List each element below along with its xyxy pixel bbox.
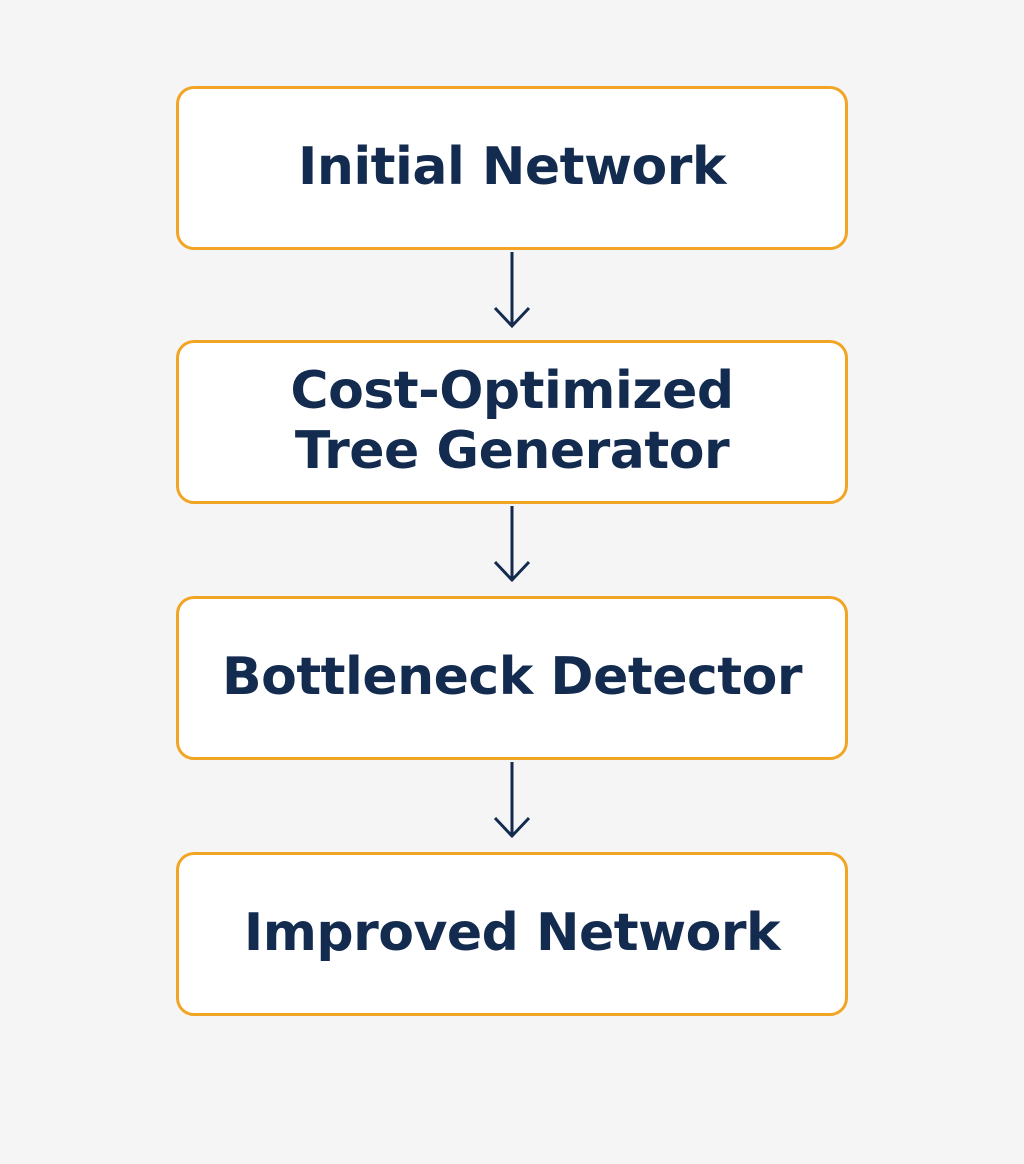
arrow-down-icon: [493, 252, 531, 329]
arrow-down-icon: [493, 762, 531, 839]
node-label: Bottleneck Detector: [221, 647, 803, 708]
arrow-down-icon: [493, 506, 531, 583]
node-label: Improved Network: [243, 903, 781, 964]
node-bottleneck-detector: Bottleneck Detector: [176, 596, 848, 760]
node-initial-network: Initial Network: [176, 86, 848, 250]
node-improved-network: Improved Network: [176, 852, 848, 1016]
node-label: Cost-Optimized Tree Generator: [290, 361, 734, 481]
node-cost-optimized-tree-generator: Cost-Optimized Tree Generator: [176, 340, 848, 504]
node-label: Initial Network: [297, 137, 727, 198]
